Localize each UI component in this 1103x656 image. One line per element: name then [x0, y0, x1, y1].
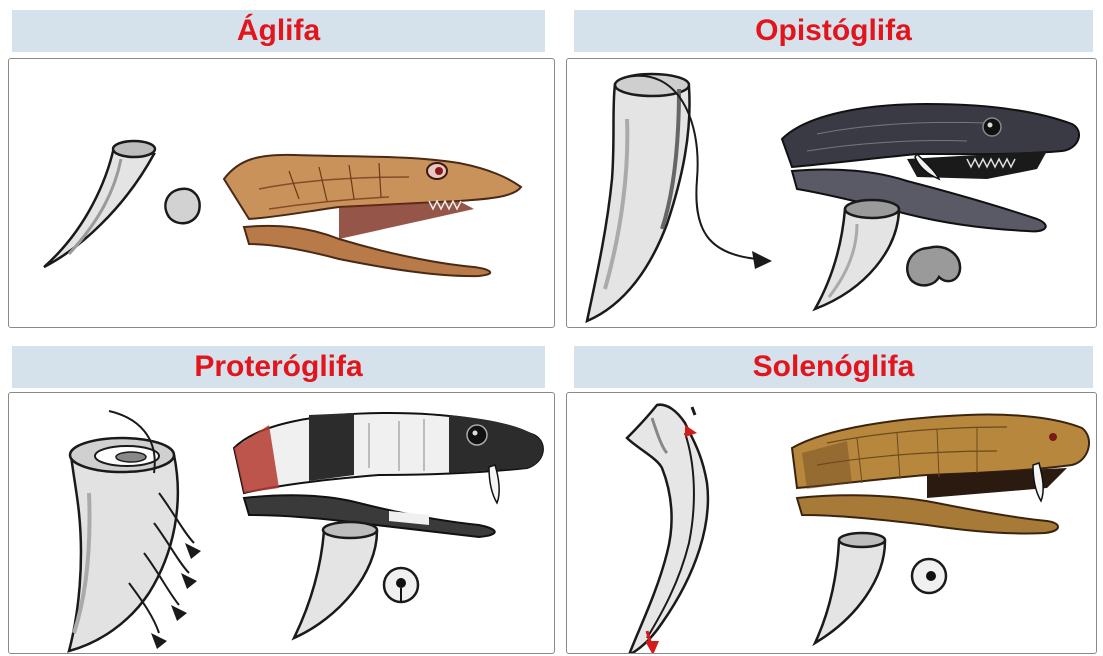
opistoglifa-cross-section — [907, 247, 960, 286]
title-aglifa: Áglifa — [237, 14, 320, 48]
proteroglifa-snake-head — [234, 413, 543, 537]
solenoglifa-cross-section — [912, 559, 946, 593]
proteroglifa-cross-section — [384, 568, 418, 602]
solenoglifa-snake-head — [792, 415, 1089, 534]
panel-proteroglifa — [8, 392, 555, 654]
solenoglifa-long-fang — [627, 405, 708, 654]
opistoglifa-small-fang — [815, 200, 899, 309]
opistoglifa-illustration — [567, 59, 1097, 328]
panel-opistoglifa — [566, 58, 1097, 328]
panel-aglifa — [8, 58, 555, 328]
proteroglifa-small-fang — [294, 522, 377, 638]
header-aglifa: Áglifa — [12, 10, 545, 52]
header-proteroglifa: Proteróglifa — [12, 346, 545, 388]
solenoglifa-small-fang — [815, 533, 885, 643]
title-solenoglifa: Solenóglifa — [753, 350, 915, 384]
header-solenoglifa: Solenóglifa — [574, 346, 1093, 388]
opistoglifa-snake-head — [782, 104, 1079, 231]
proteroglifa-fang — [69, 411, 178, 651]
header-opistoglifa: Opistóglifa — [574, 10, 1093, 52]
solenoglifa-illustration — [567, 393, 1097, 654]
opistoglifa-large-fang — [587, 74, 690, 321]
aglifa-illustration — [9, 59, 555, 328]
title-opistoglifa: Opistóglifa — [755, 14, 912, 48]
aglifa-snake-head — [224, 155, 521, 276]
panel-solenoglifa — [566, 392, 1097, 654]
title-proteroglifa: Proteróglifa — [194, 350, 362, 384]
proteroglifa-illustration — [9, 393, 555, 654]
aglifa-cross-section — [165, 189, 199, 224]
aglifa-fang — [44, 141, 155, 267]
